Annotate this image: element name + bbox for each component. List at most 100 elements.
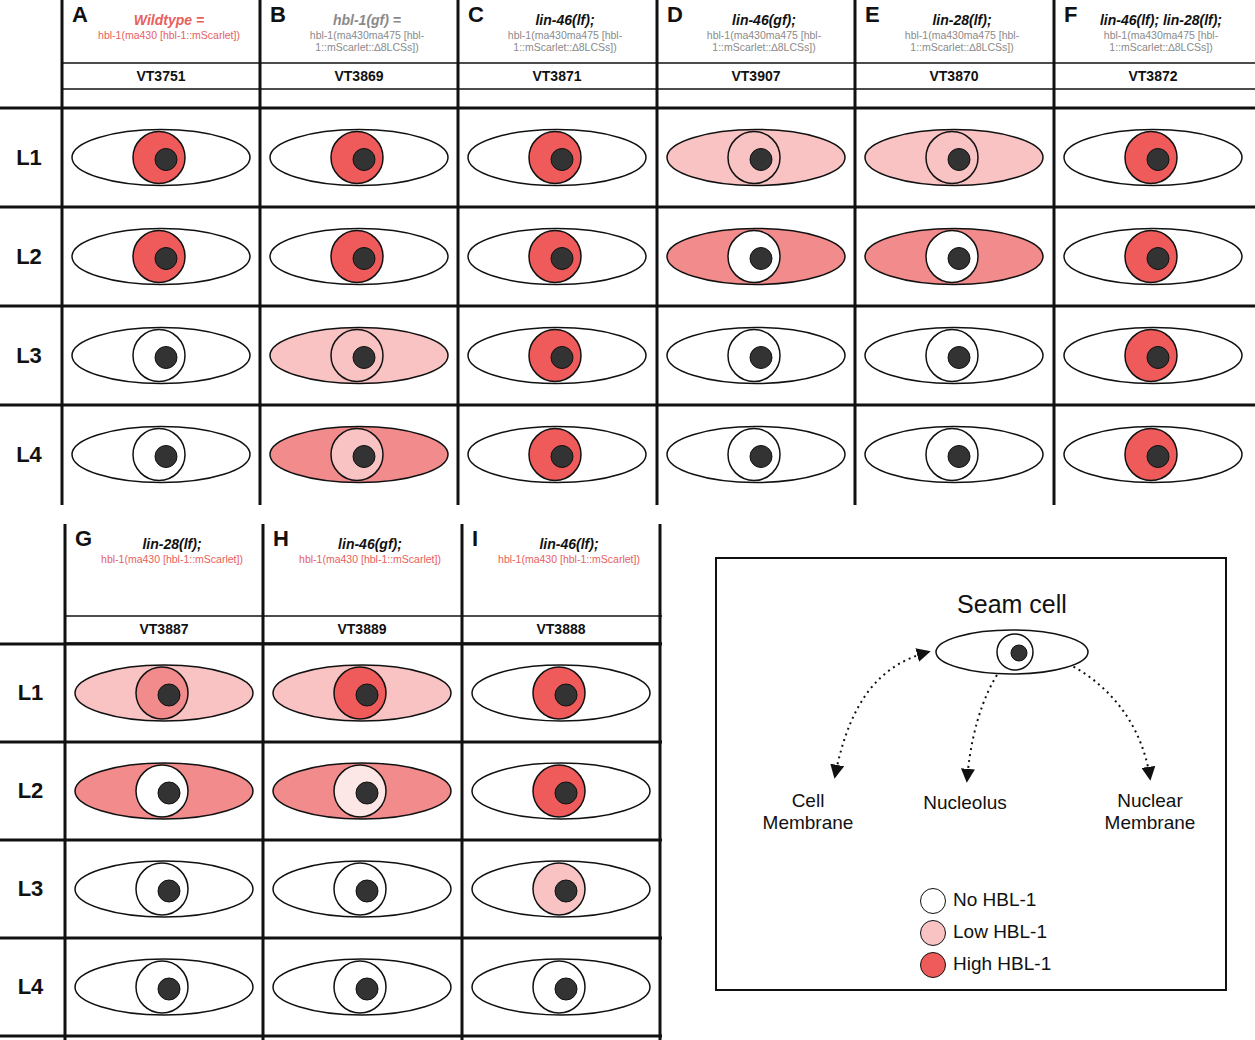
seam-cell [468, 427, 646, 483]
row-label: L4 [0, 974, 61, 999]
nucleolus [750, 347, 772, 369]
nucleolus [948, 248, 970, 270]
nucleus [529, 132, 581, 184]
part-label: Cell Membrane [748, 790, 868, 834]
nucleus [136, 765, 188, 817]
nucleus [728, 231, 780, 283]
grid-line [0, 1035, 662, 1038]
nucleolus [750, 446, 772, 468]
nucleus [529, 429, 581, 481]
nucleolus [948, 149, 970, 171]
allele: hbl-1(ma430ma475 [hbl-1::mScarlet::∆8LCS… [683, 29, 845, 53]
seam-cell [1064, 229, 1242, 285]
legend-label: No HBL-1 [953, 889, 1036, 911]
nucleolus [551, 248, 573, 270]
strain-name: VT3870 [855, 68, 1053, 84]
nucleolus [551, 347, 573, 369]
nucleus [331, 429, 383, 481]
allele: hbl-1(ma430ma475 [hbl-1::mScarlet::∆8LCS… [484, 29, 646, 53]
seam-cell [273, 763, 451, 819]
legend-box [716, 558, 1226, 990]
nucleolus [750, 149, 772, 171]
panel-letter: B [270, 2, 286, 27]
seam-cell [865, 229, 1043, 285]
seam-cell [72, 328, 250, 384]
nucleolus [555, 684, 577, 706]
strain-name: VT3888 [462, 621, 660, 637]
nucleus [334, 863, 386, 915]
panel-letter: A [72, 2, 88, 27]
legend-swatch [920, 920, 946, 946]
seam-cell [72, 427, 250, 483]
seam-cell [273, 959, 451, 1015]
panel-letter: F [1064, 2, 1077, 27]
nucleolus [353, 347, 375, 369]
nucleolus [1147, 347, 1169, 369]
grid-line [0, 741, 662, 744]
nucleolus [158, 782, 180, 804]
nucleolus [750, 248, 772, 270]
seam-cell [1064, 130, 1242, 186]
seam-cell [75, 959, 253, 1015]
nucleus [1125, 231, 1177, 283]
nucleolus [353, 446, 375, 468]
seam-cell [472, 959, 650, 1015]
grid-line [656, 0, 659, 505]
genotype: lin-46(gf); [679, 12, 849, 28]
allele: hbl-1(ma430 [hbl-1::mScarlet]) [88, 29, 250, 41]
row-label: L2 [0, 778, 61, 803]
seam-cell [72, 229, 250, 285]
grid-line [1053, 0, 1056, 505]
allele: hbl-1(ma430ma475 [hbl-1::mScarlet::∆8LCS… [1080, 29, 1242, 53]
genotype: lin-28(lf); [877, 12, 1047, 28]
legend-swatch [920, 952, 946, 978]
grid-line [62, 88, 1255, 90]
seam-cell [1064, 427, 1242, 483]
nucleus [331, 231, 383, 283]
grid-line [461, 524, 464, 1040]
legend-label: Low HBL-1 [953, 921, 1047, 943]
nucleus [1125, 330, 1177, 382]
grid-line [0, 305, 1255, 308]
genotype: lin-46(lf); lin-28(lf); [1076, 12, 1246, 28]
nucleus [334, 667, 386, 719]
nucleolus [353, 248, 375, 270]
nucleus [533, 667, 585, 719]
nucleolus [155, 248, 177, 270]
panel-letter: C [468, 2, 484, 27]
leader-line [835, 652, 928, 776]
nucleolus [158, 880, 180, 902]
panel-letter: H [273, 526, 289, 551]
seam-cell [1064, 328, 1242, 384]
nucleolus [555, 978, 577, 1000]
nucleolus [356, 782, 378, 804]
allele: hbl-1(ma430 [hbl-1::mScarlet]) [488, 553, 650, 565]
nucleolus [948, 446, 970, 468]
grid-line [0, 107, 1255, 110]
nucleolus [1147, 446, 1169, 468]
grid-line [62, 62, 1255, 64]
seam-cell [273, 665, 451, 721]
strain-name: VT3872 [1054, 68, 1252, 84]
nucleolus [555, 880, 577, 902]
allele: hbl-1(ma430ma475 [hbl-1::mScarlet::∆8LCS… [286, 29, 448, 53]
nucleus [136, 863, 188, 915]
panel-letter: D [667, 2, 683, 27]
grid-line [262, 524, 265, 1040]
seam-cell [72, 130, 250, 186]
grid-line [0, 206, 1255, 209]
nucleus [728, 429, 780, 481]
legend-label: High HBL-1 [953, 953, 1051, 975]
seam-cell [936, 630, 1088, 674]
seam-cell [75, 665, 253, 721]
panel-letter: I [472, 526, 478, 551]
seam-cell [472, 861, 650, 917]
nucleus [334, 765, 386, 817]
nucleus [136, 667, 188, 719]
nucleus [331, 330, 383, 382]
strain-name: VT3887 [65, 621, 263, 637]
seam-cell [270, 427, 448, 483]
nucleus [331, 132, 383, 184]
genotype: Wildtype = [84, 12, 254, 28]
